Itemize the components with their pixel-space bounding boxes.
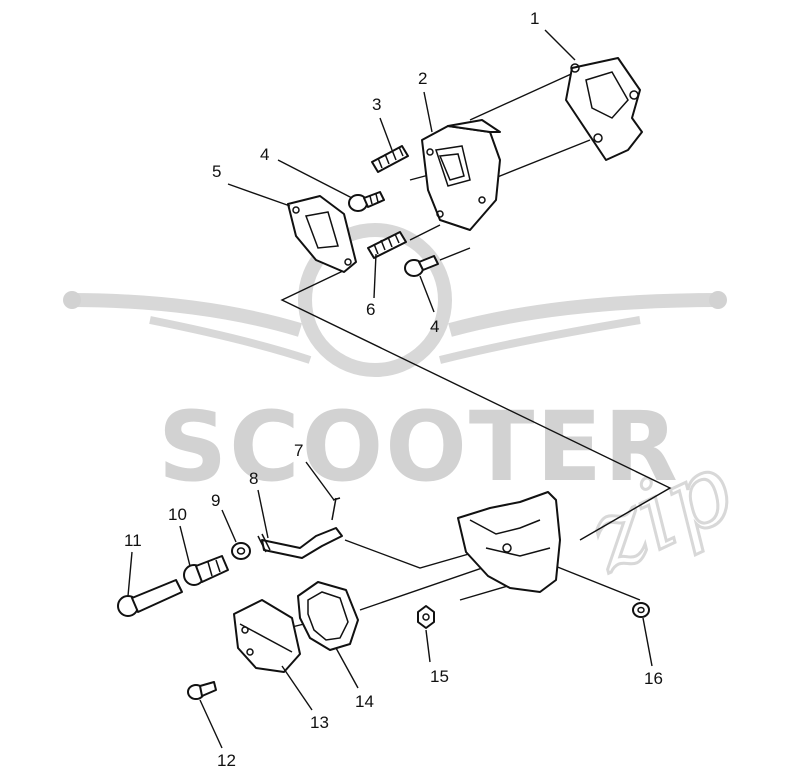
label-part-14: 14: [355, 692, 374, 711]
part-3-stud: [371, 145, 409, 173]
label-leaders: [127, 29, 653, 749]
label-part-9: 9: [211, 491, 220, 510]
watermark-dot-right: [709, 291, 727, 309]
part-4-bolt-upper: [348, 191, 385, 212]
part-16-washer: [632, 602, 650, 618]
part-10-fitting: [183, 555, 229, 586]
part-4-bolt-lower: [404, 255, 439, 277]
part-8-hose: [257, 527, 343, 559]
part-14-gasket: [297, 581, 359, 651]
label-part-6: 6: [366, 300, 375, 319]
part-15-nut: [417, 605, 435, 629]
part-2-block: [421, 119, 501, 231]
watermark-dot-left: [63, 291, 81, 309]
part-5-gasket: [287, 195, 357, 273]
label-part-12: 12: [217, 751, 236, 770]
label-part-16: 16: [644, 669, 663, 688]
label-part-10: 10: [168, 505, 187, 524]
part-13-cover: [233, 599, 301, 673]
label-part-4-lower: 4: [430, 317, 439, 336]
engine-case: [457, 491, 561, 593]
label-part-8: 8: [249, 469, 258, 488]
label-part-11: 11: [124, 531, 142, 550]
part-12-bolt: [187, 681, 217, 700]
watermark: SCOOTER zip: [63, 223, 750, 596]
label-part-15: 15: [430, 667, 449, 686]
label-part-3: 3: [372, 95, 381, 114]
label-part-2: 2: [418, 69, 427, 88]
part-1-gasket: [565, 57, 643, 161]
label-part-1: 1: [530, 9, 539, 28]
label-part-13: 13: [310, 713, 329, 732]
watermark-brand: SCOOTER: [158, 391, 680, 503]
part-6-stud: [367, 231, 407, 259]
part-labels: 1 2 3 4 5 6 4 7 8 9 10 11 12 13 14 15 16: [124, 9, 663, 770]
label-part-7: 7: [294, 441, 303, 460]
label-part-4-upper: 4: [260, 145, 269, 164]
part-11-bolt: [117, 579, 183, 617]
part-9-washer: [231, 542, 251, 560]
watermark-emblem: [69, 223, 721, 377]
label-part-5: 5: [212, 162, 221, 181]
